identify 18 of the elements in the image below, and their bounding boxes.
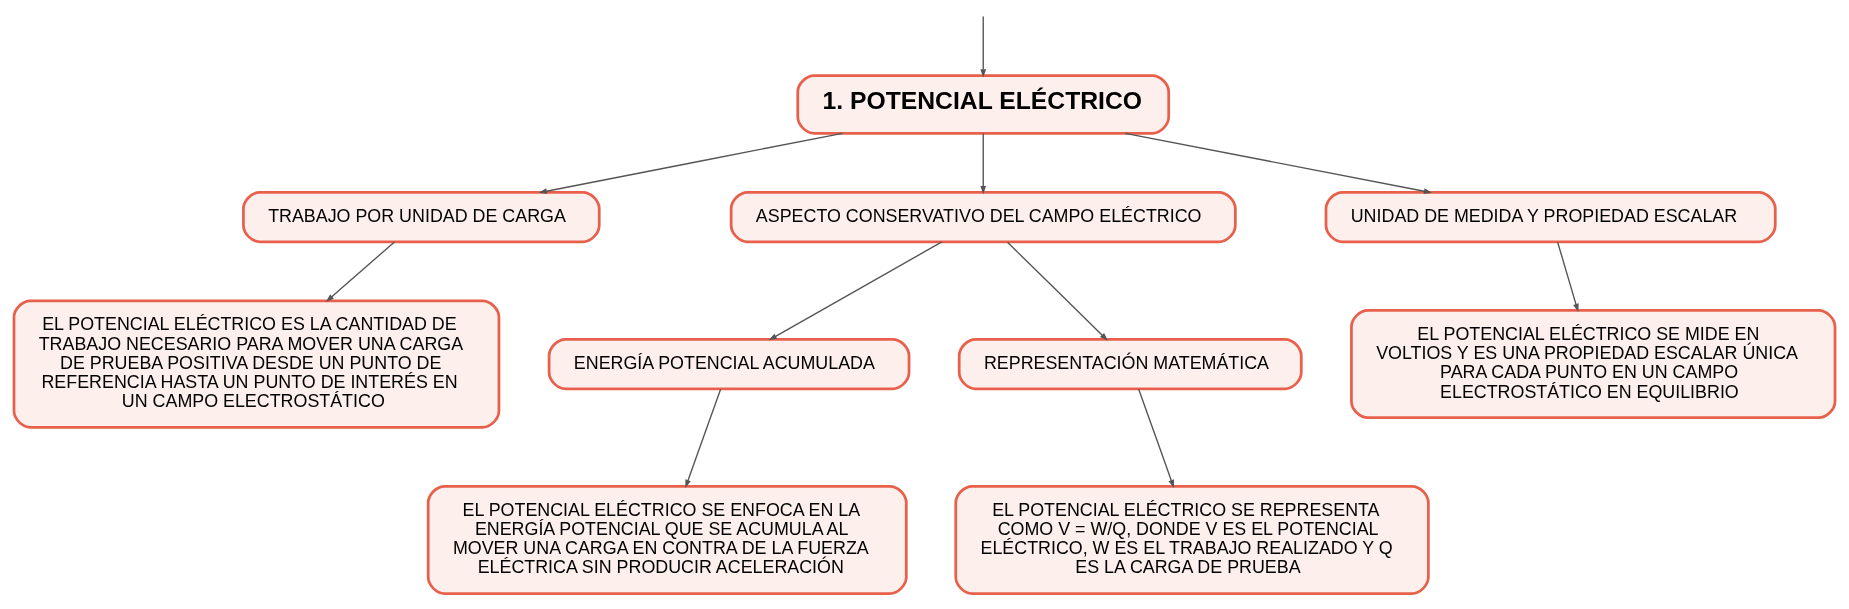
node-box: EL POTENCIAL ELÉCTRICO SE ENFOCA EN LA ENERGÍA POTENCIAL QUE SE ACUMULA AL MOVER UNA CARGA EN CONTRA DE LA FUERZA ELÉCTRICA SIN PRODUCIR ACELERACIÓN: [426, 484, 908, 595]
node-box: 1. POTENCIAL ELÉCTRICO: [796, 74, 1171, 135]
node-box: ASPECTO CONSERVATIVO DEL CAMPO ELÉCTRICO: [729, 190, 1237, 244]
node-box: EL POTENCIAL ELÉCTRICO SE REPRESENTA COMO V = W/Q, DONDE V ES EL POTENCIAL ELÉCTRICO, W ES EL TRABAJO REALIZADO Y Q ES LA CARGA DE PRUEBA: [954, 484, 1430, 595]
node-box: REPRESENTACIÓN MATEMÁTICA: [957, 337, 1303, 391]
arrow: [1124, 132, 1433, 194]
arrow: [1557, 241, 1579, 313]
arrow: [768, 241, 943, 341]
arrow: [325, 241, 396, 302]
node-box: ENERGÍA POTENCIAL ACUMULADA: [547, 337, 911, 391]
arrow: [980, 132, 987, 195]
arrow: [1138, 388, 1174, 488]
node-box: EL POTENCIAL ELÉCTRICO SE MIDE EN VOLTIOS Y ES UNA PROPIEDAD ESCALAR ÚNICA PARA CADA PUNTO EN UN CAMPO ELECTROSTÁTICO EN EQUILIBRIO: [1350, 309, 1837, 420]
arrow: [685, 388, 722, 488]
arrow: [538, 132, 844, 194]
arrow: [1006, 241, 1108, 341]
arrow: [980, 15, 987, 78]
node-box: EL POTENCIAL ELÉCTRICO ES LA CANTIDAD DE TRABAJO NECESARIO PARA MOVER UNA CARGA DE PRUEBA POSITIVA DESDE UN PUNTO DE REFERENCIA HASTA UN PUNTO DE INTERÉS EN UN CAMPO ELECTROSTÁTICO: [12, 299, 501, 429]
